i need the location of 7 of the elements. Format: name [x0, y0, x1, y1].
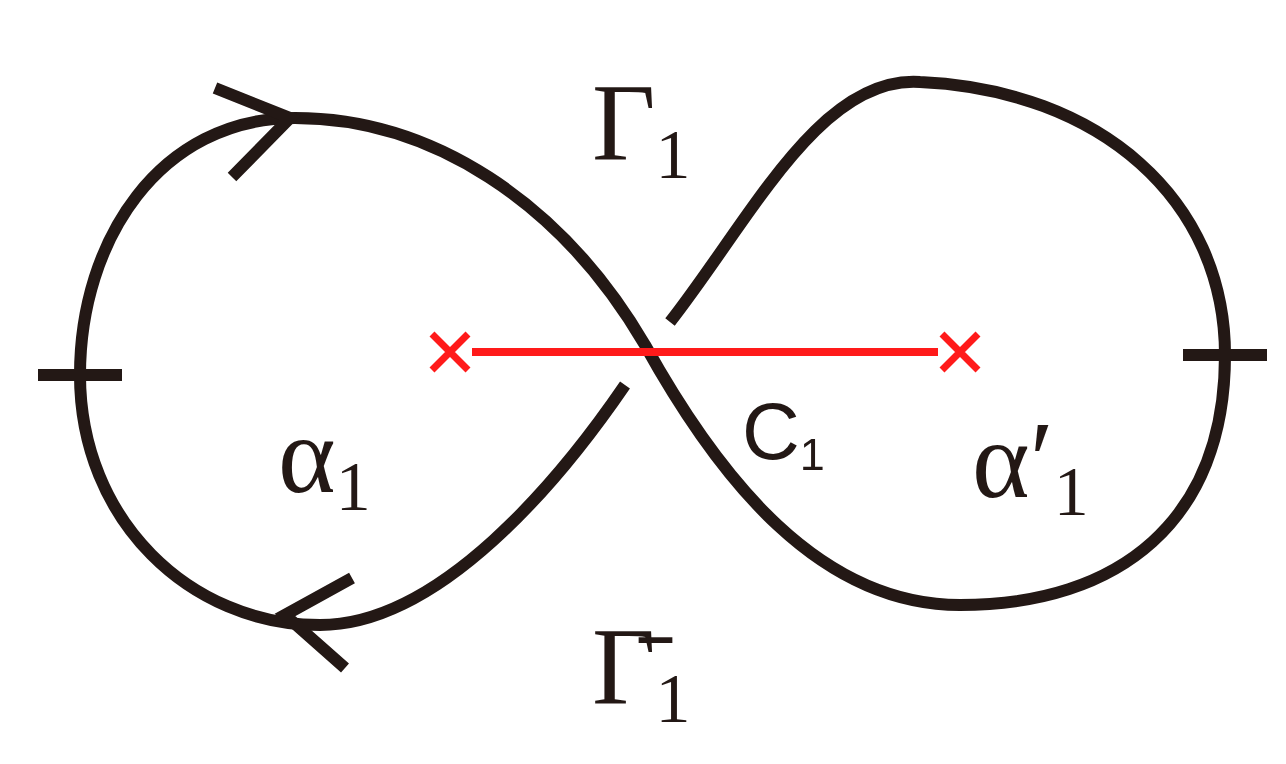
branch-point-cross: [938, 330, 982, 374]
edge-label: C$_{1}$: [742, 392, 825, 478]
math-label: Γ$_{1}$: [592, 68, 691, 190]
math-label: Γ̄$_{1}$: [592, 612, 691, 734]
math-label: α′$_{1}$: [972, 405, 1089, 527]
branch-point-cross: [428, 330, 472, 374]
math-label: α$_{1}$: [278, 400, 371, 522]
